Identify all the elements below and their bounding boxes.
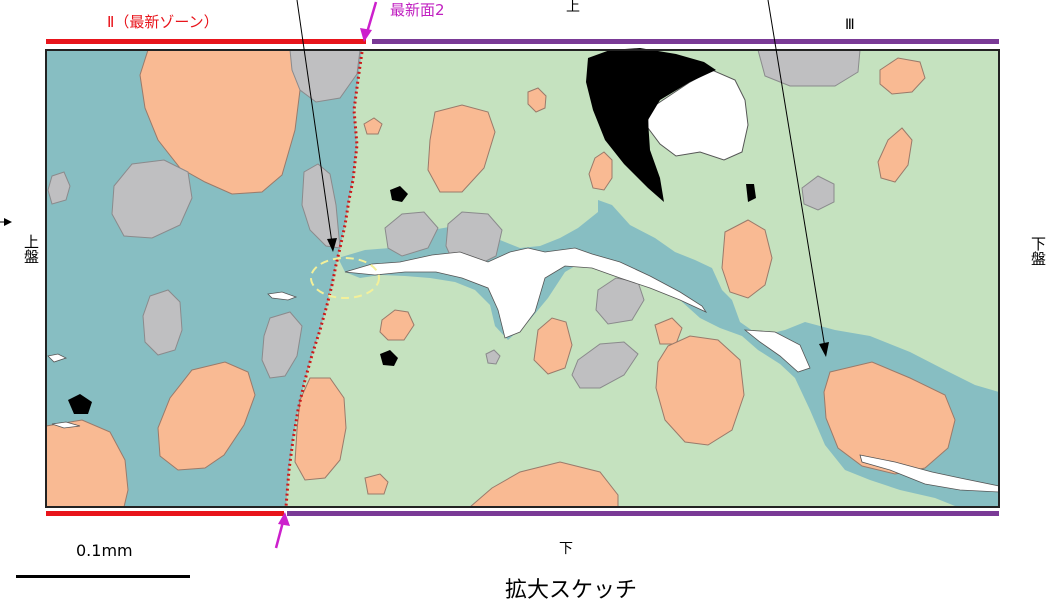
latest-surface-2-label: 最新面2	[390, 1, 445, 19]
orange-clast	[364, 473, 389, 495]
orange-clast	[655, 335, 745, 446]
zone-III-top-bar	[372, 39, 999, 44]
gray-clast	[571, 341, 639, 389]
orange-clast	[588, 151, 613, 191]
zone-III-label: Ⅲ	[845, 17, 855, 33]
zone-III-bottom-bar	[287, 511, 999, 516]
orange-clast	[654, 317, 683, 345]
orange-clast	[379, 309, 415, 341]
gray-clast	[47, 171, 71, 205]
scale-label: 0.1mm	[76, 541, 133, 560]
arrow-head	[819, 342, 829, 357]
orange-clast	[879, 57, 926, 95]
magenta-arrowhead-bottom	[278, 512, 290, 526]
orange-clast	[527, 87, 547, 113]
scale-bar	[16, 575, 190, 578]
fracture-void	[51, 421, 81, 429]
annotation-arrow	[767, 0, 827, 355]
gray-clast	[261, 311, 303, 379]
arrow-head	[327, 238, 337, 252]
bottom-label: 下	[559, 541, 573, 557]
figure-title: 拡大スケッチ	[505, 578, 638, 603]
footwall-label: 下盤	[1029, 236, 1047, 266]
orange-clast	[823, 361, 956, 475]
opaque-fragment	[586, 48, 716, 202]
orange-clast	[363, 117, 383, 135]
gray-clast	[384, 211, 439, 257]
orange-clast	[533, 317, 573, 375]
fracture-void	[47, 353, 68, 363]
top-label: 上	[566, 0, 580, 15]
orange-clast	[877, 127, 913, 183]
fracture-void	[743, 329, 811, 373]
annotation-arrow	[296, 0, 334, 251]
gray-clast	[289, 49, 361, 103]
orange-clast	[427, 104, 496, 193]
gray-clast	[485, 349, 501, 365]
hanging-wall-label: 上盤	[22, 234, 40, 264]
orange-clast	[157, 361, 256, 471]
zone-II-top-bar	[46, 39, 366, 44]
zone-II-label: Ⅱ（最新ゾーン）	[107, 13, 219, 31]
gray-clast	[301, 163, 341, 249]
gray-clast	[111, 159, 193, 239]
highlight-ellipse	[310, 257, 380, 299]
gray-clast	[595, 277, 645, 325]
zone-II-bottom-bar	[46, 511, 284, 516]
opaque-fragment	[390, 186, 408, 202]
opaque-fragment	[68, 394, 92, 414]
arrow-head	[4, 218, 12, 226]
gray-clast	[801, 175, 835, 211]
gray-clast	[142, 289, 183, 356]
opaque-fragment	[746, 184, 756, 202]
magenta-arrowhead-top	[360, 28, 372, 42]
fracture-void	[267, 291, 298, 301]
orange-clast	[294, 377, 347, 481]
boundary-dotted-line	[284, 51, 364, 508]
fracture-void	[344, 247, 708, 339]
orange-clast	[721, 219, 773, 299]
sketch-frame	[45, 49, 1000, 508]
opaque-fragment	[380, 350, 398, 366]
